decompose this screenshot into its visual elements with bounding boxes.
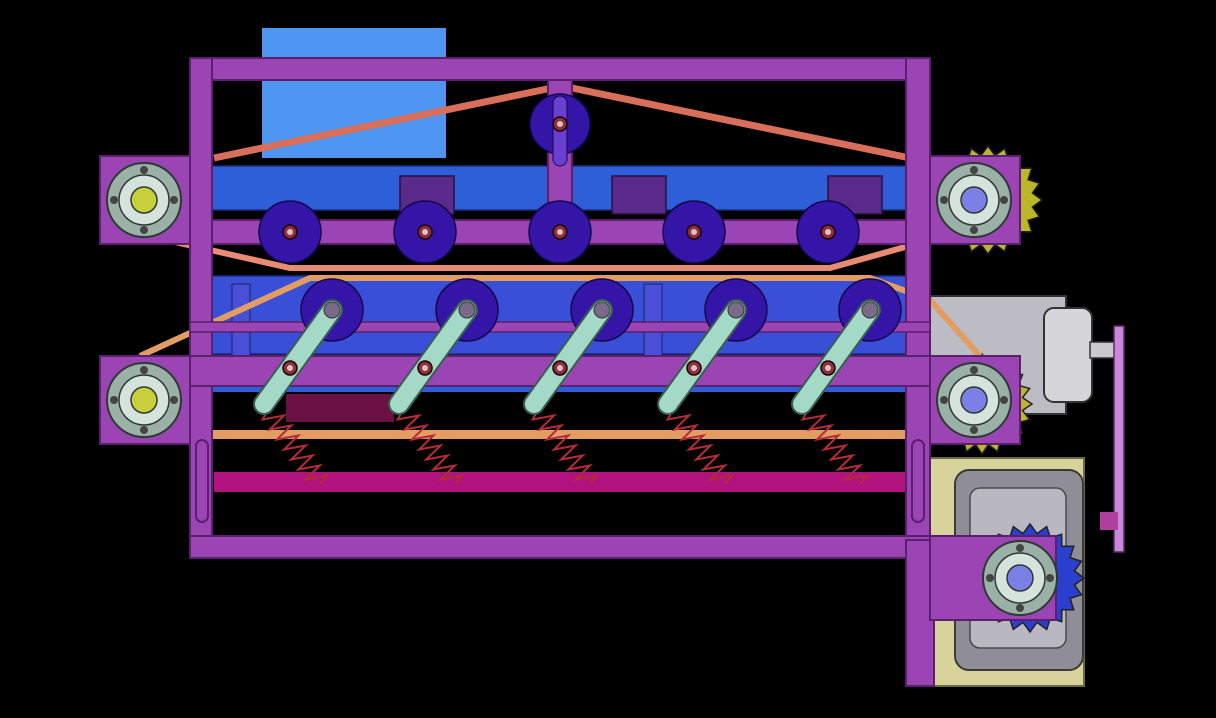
hex-nut-hole-7 bbox=[422, 365, 428, 371]
drive-bearing-bolt-4 bbox=[986, 574, 994, 582]
hex-nut-hole-11 bbox=[557, 121, 563, 127]
lever-arm-2 bbox=[390, 301, 476, 413]
tension-spring-4 bbox=[665, 409, 735, 485]
motor-face bbox=[1043, 307, 1093, 403]
frame-side-slot-right bbox=[911, 439, 925, 523]
light-blue-block bbox=[262, 28, 446, 158]
frame-bottom-rail bbox=[189, 535, 931, 559]
left-lower-bearing-bolt-3 bbox=[140, 426, 148, 434]
right-upper-bearing-bolt-3 bbox=[970, 226, 978, 234]
right-lower-bearing-bolt-1 bbox=[970, 366, 978, 374]
frame-mid-rail-lower bbox=[189, 321, 931, 333]
right-upper-bearing-bolt-4 bbox=[940, 196, 948, 204]
right-lower-bearing-bolt-3 bbox=[970, 426, 978, 434]
frame-right-post bbox=[905, 57, 931, 559]
tension-spring-3 bbox=[530, 409, 600, 485]
left-upper-bearing-bolt-2 bbox=[170, 196, 178, 204]
lever-arm-4 bbox=[659, 301, 745, 413]
hex-nut-hole-10 bbox=[825, 365, 831, 371]
frame-side-slot-left bbox=[195, 439, 209, 523]
left-upper-bearing-bolt-3 bbox=[140, 226, 148, 234]
left-upper-bearing-core bbox=[130, 186, 158, 214]
lever-pivot-2 bbox=[458, 301, 476, 319]
hex-nut-hole-6 bbox=[287, 365, 293, 371]
top-belt-return bbox=[165, 237, 931, 271]
frame-top-rail bbox=[189, 57, 931, 81]
right-upper-bearing-core bbox=[960, 186, 988, 214]
lever-arm-1 bbox=[255, 301, 341, 413]
hex-nut-hole-2 bbox=[422, 229, 428, 235]
left-upper-bearing-bolt-1 bbox=[140, 166, 148, 174]
hex-nut-hole-1 bbox=[287, 229, 293, 235]
hex-nut-hole-8 bbox=[557, 365, 563, 371]
right-upper-bearing-bolt-1 bbox=[970, 166, 978, 174]
nut-group bbox=[282, 116, 836, 376]
hex-nut-hole-3 bbox=[557, 229, 563, 235]
tension-spring-1 bbox=[260, 409, 330, 485]
drive-bearing-bolt-1 bbox=[1016, 544, 1024, 552]
lever-arm-3 bbox=[525, 301, 611, 413]
lever-group bbox=[253, 299, 881, 415]
left-lower-bearing-core bbox=[130, 386, 158, 414]
lever-pivot-1 bbox=[323, 301, 341, 319]
middle-belt bbox=[138, 275, 983, 359]
drive-bearing-bolt-2 bbox=[1046, 574, 1054, 582]
orange-rail bbox=[212, 430, 906, 439]
pink-shaft-stub bbox=[1100, 512, 1118, 530]
right-lower-bearing-core bbox=[960, 386, 988, 414]
lever-pivot-4 bbox=[727, 301, 745, 319]
drive-bearing-core bbox=[1006, 564, 1034, 592]
right-lower-bearing-bolt-2 bbox=[1000, 396, 1008, 404]
lever-pivot-5 bbox=[861, 301, 879, 319]
lever-pivot-3 bbox=[593, 301, 611, 319]
left-lower-bearing-bolt-2 bbox=[170, 396, 178, 404]
upper-bracket-2 bbox=[611, 175, 667, 215]
tension-spring-2 bbox=[395, 409, 465, 485]
left-upper-bearing-bolt-4 bbox=[110, 196, 118, 204]
drive-bearing-bolt-3 bbox=[1016, 604, 1024, 612]
lever-arm-5 bbox=[793, 301, 879, 413]
tension-spring-5 bbox=[800, 409, 870, 485]
spring-group bbox=[260, 409, 870, 485]
right-lower-bearing-bolt-4 bbox=[940, 396, 948, 404]
magenta-bar bbox=[214, 472, 906, 492]
left-lower-bearing-bolt-1 bbox=[140, 366, 148, 374]
dark-red-block bbox=[286, 394, 394, 422]
pink-side-plate bbox=[1113, 325, 1125, 553]
bearing-group bbox=[106, 162, 1058, 616]
left-lower-bearing-bolt-4 bbox=[110, 396, 118, 404]
hex-nut-hole-4 bbox=[691, 229, 697, 235]
hex-nut-hole-9 bbox=[691, 365, 697, 371]
hex-nut-hole-5 bbox=[825, 229, 831, 235]
right-upper-bearing-bolt-2 bbox=[1000, 196, 1008, 204]
